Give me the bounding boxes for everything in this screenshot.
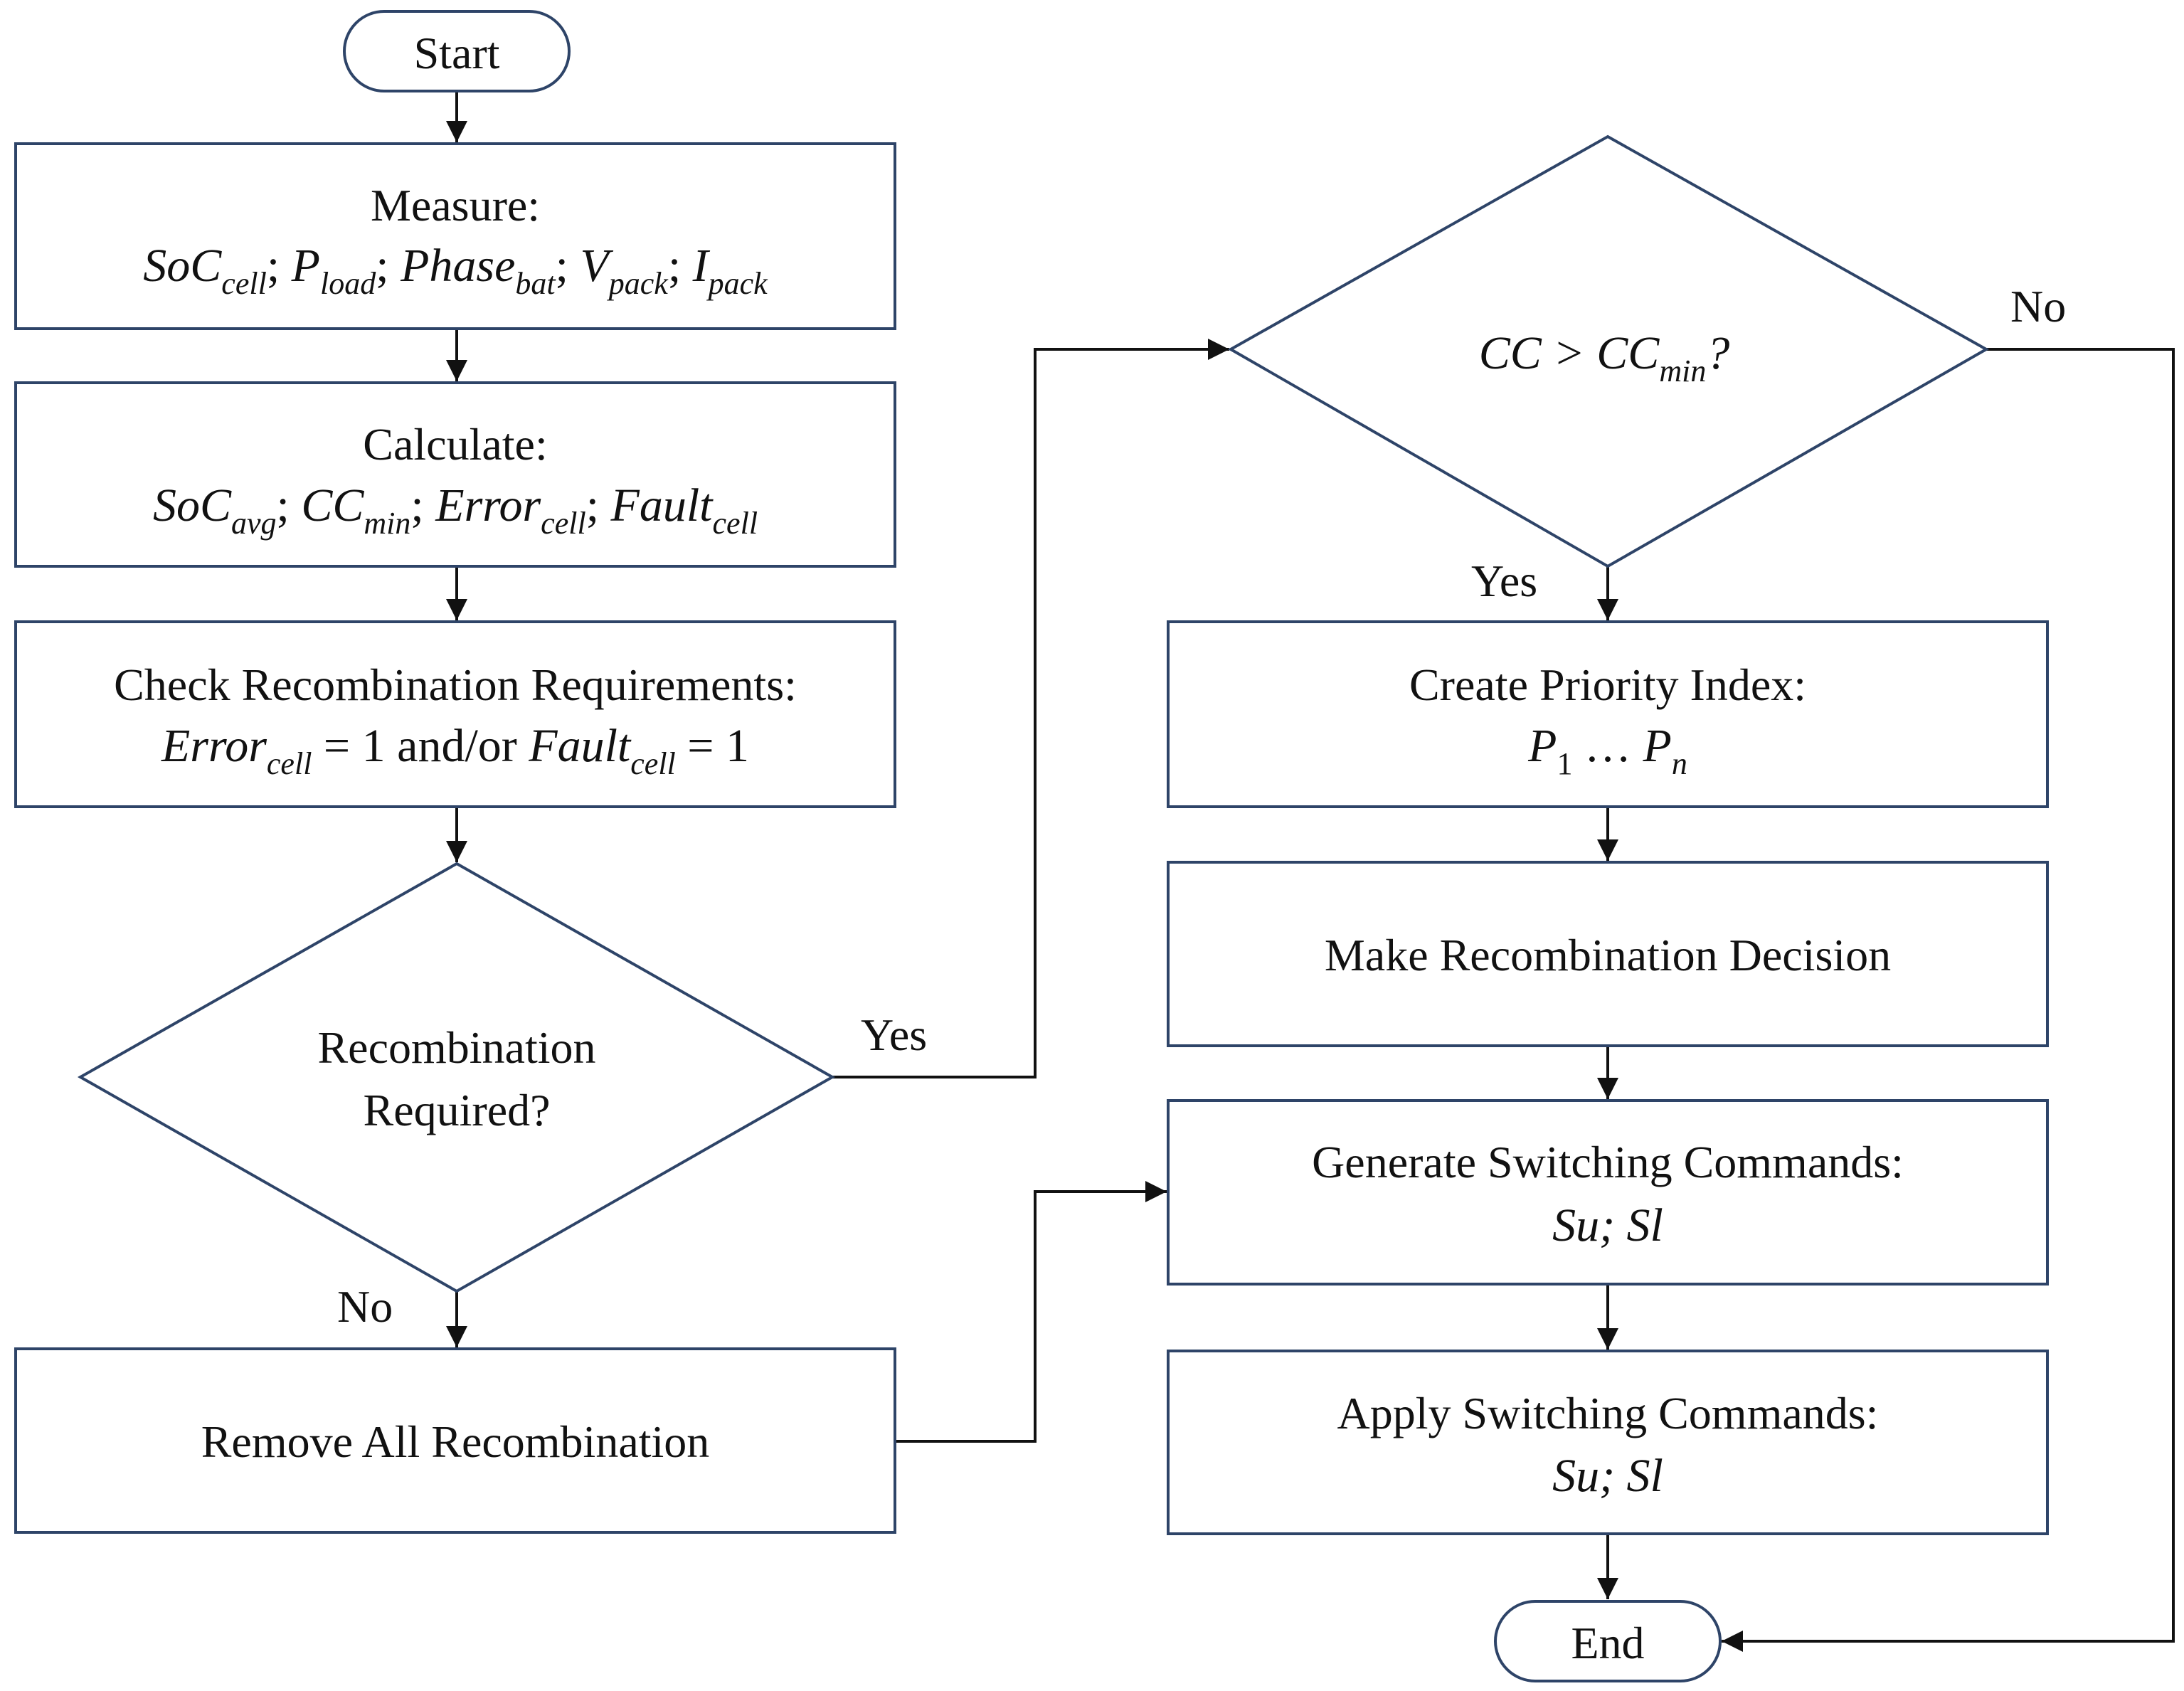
- end-terminal: End: [1494, 1600, 1722, 1682]
- apply-title: Apply Switching Commands:: [1337, 1388, 1879, 1438]
- apply-variables: Su; Sl: [1552, 1450, 1663, 1502]
- recombination-required-decision: Recombination Required?: [77, 862, 836, 1293]
- generate-switching-commands-box: Generate Switching Commands: Su; Sl: [1167, 1099, 2049, 1286]
- measure-title: Measure:: [371, 180, 540, 230]
- decision1-line2: Required?: [364, 1085, 551, 1135]
- end-label: End: [1571, 1618, 1644, 1668]
- edge-label-no-2: No: [2010, 281, 2066, 332]
- edge-remove-generate: [894, 1181, 1167, 1443]
- edge-label-yes-2: Yes: [1471, 556, 1537, 606]
- remove-all-recombination-box: Remove All Recombination: [14, 1347, 896, 1534]
- priority-range: P1 … Pn: [1527, 720, 1687, 781]
- generate-title: Generate Switching Commands:: [1312, 1137, 1904, 1187]
- edge-decision2-no: [1722, 348, 2175, 1652]
- measure-box: Measure: SoCcell; Pload; Phasebat; Vpack…: [14, 142, 896, 330]
- decide-label: Make Recombination Decision: [1325, 930, 1891, 980]
- calculate-title: Calculate:: [363, 419, 547, 470]
- edge-decision1-yes: [832, 339, 1229, 1078]
- start-terminal: Start: [343, 10, 571, 92]
- make-recombination-decision-box: Make Recombination Decision: [1167, 861, 2049, 1047]
- start-label: Start: [414, 28, 500, 78]
- decision2-label: CC > CCmin?: [1479, 327, 1730, 388]
- calculate-variables: SoCavg; CCmin; Errorcell; Faultcell: [153, 479, 758, 541]
- remove-label: Remove All Recombination: [201, 1416, 710, 1467]
- connectors: [446, 91, 2175, 1652]
- check-title: Check Recombination Requirements:: [114, 659, 797, 710]
- calculate-box: Calculate: SoCavg; CCmin; Errorcell; Fau…: [14, 381, 896, 568]
- generate-variables: Su; Sl: [1552, 1199, 1663, 1251]
- decision1-line1: Recombination: [317, 1022, 595, 1073]
- priority-title: Create Priority Index:: [1409, 659, 1806, 710]
- edge-label-yes-1: Yes: [861, 1009, 927, 1060]
- cc-threshold-decision: CC > CCmin?: [1227, 134, 1990, 568]
- create-priority-index-box: Create Priority Index: P1 … Pn: [1167, 620, 2049, 808]
- measure-variables: SoCcell; Pload; Phasebat; Vpack; Ipack: [143, 240, 768, 301]
- check-requirements-box: Check Recombination Requirements: Errorc…: [14, 620, 896, 808]
- edge-label-no-1: No: [337, 1281, 393, 1332]
- check-condition: Errorcell = 1 and/or Faultcell = 1: [161, 720, 749, 781]
- apply-switching-commands-box: Apply Switching Commands: Su; Sl: [1167, 1350, 2049, 1535]
